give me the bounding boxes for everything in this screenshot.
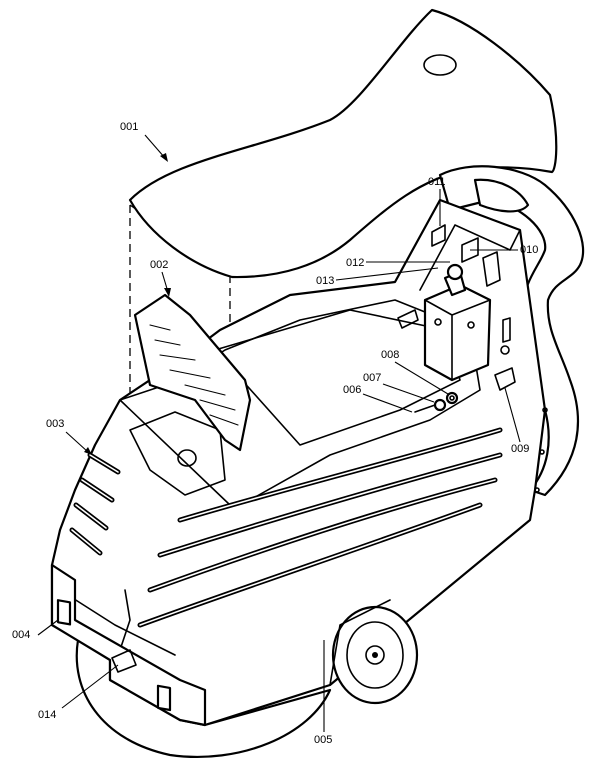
callout-010: 010 — [470, 244, 538, 256]
callout-label: 014 — [38, 709, 56, 721]
callout-label: 006 — [343, 384, 361, 396]
rear-wheel — [329, 599, 419, 705]
callout-label: 005 — [314, 734, 332, 746]
callout-label: 011 — [428, 176, 446, 188]
callout-001: 001 — [120, 121, 168, 162]
callout-label: 002 — [150, 259, 168, 271]
callout-label: 012 — [346, 257, 364, 269]
switch-assembly — [397, 224, 516, 413]
callout-005: 005 — [314, 640, 332, 746]
callout-label: 008 — [381, 349, 399, 361]
hood-cover — [128, 8, 558, 506]
callout-006: 006 — [343, 384, 413, 413]
callout-009: 009 — [504, 387, 529, 455]
callout-label: 007 — [363, 372, 381, 384]
callout-011: 011 — [428, 176, 446, 226]
callout-label: 003 — [46, 418, 64, 430]
callout-012: 012 — [346, 257, 450, 269]
callout-002: 002 — [150, 259, 171, 297]
callout-label: 004 — [12, 629, 30, 641]
callout-013: 013 — [316, 267, 439, 287]
callout-007: 007 — [363, 372, 435, 403]
callout-014: 014 — [38, 664, 119, 721]
callout-004: 004 — [12, 619, 59, 641]
callout-008: 008 — [381, 349, 449, 395]
brush-deck — [50, 563, 332, 759]
callout-label: 013 — [316, 275, 334, 287]
callout-label: 009 — [511, 443, 529, 455]
callout-003: 003 — [46, 418, 92, 455]
machine-body — [50, 198, 548, 727]
rear-handle — [438, 165, 585, 497]
callout-label: 010 — [520, 244, 538, 256]
part-002-flap — [133, 293, 252, 452]
callout-label: 001 — [120, 121, 138, 133]
